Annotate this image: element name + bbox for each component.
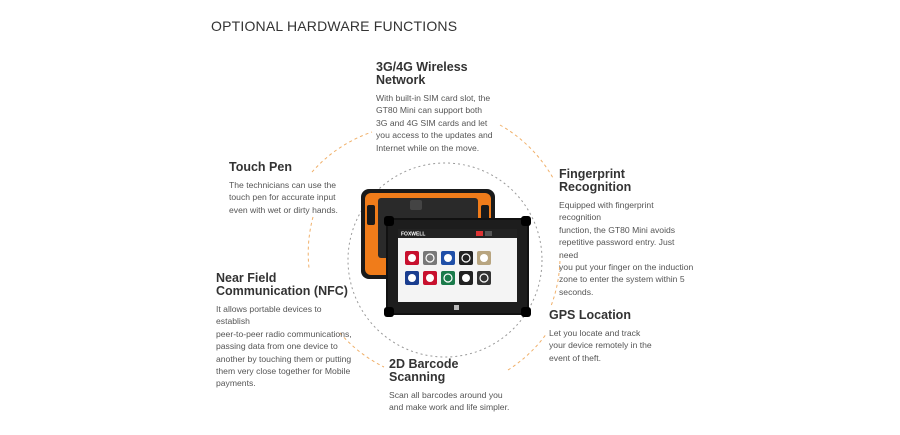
device-brand: FOXWELL [401, 232, 425, 238]
feature-nfc-desc: It allows portable devices to establish … [216, 304, 352, 389]
feature-gps-title: GPS Location [549, 308, 631, 322]
feature-barcode-desc: Scan all barcodes around you and make wo… [389, 390, 510, 413]
feature-network: 3G/4G Wireless Network With built-in SIM… [376, 61, 516, 154]
feature-network-desc: With built-in SIM card slot, the GT80 Mi… [376, 93, 493, 153]
page-title: OPTIONAL HARDWARE FUNCTIONS [211, 18, 458, 34]
feature-gps: GPS Location Let you locate and track yo… [549, 309, 659, 364]
arc-network-fingerprint [499, 124, 554, 179]
feature-nfc: Near Field Communication (NFC) It allows… [216, 272, 356, 390]
feature-gps-desc: Let you locate and track your device rem… [549, 328, 652, 363]
feature-nfc-title: Near Field Communication (NFC) [216, 271, 348, 298]
feature-network-title: 3G/4G Wireless Network [376, 60, 468, 87]
arc-touch-network [311, 131, 373, 173]
feature-fingerprint-title: Fingerprint Recognition [559, 167, 632, 194]
feature-fingerprint: Fingerprint Recognition Equipped with fi… [559, 168, 694, 298]
feature-touch-pen: Touch Pen The technicians can use the to… [229, 161, 341, 216]
feature-barcode-title: 2D Barcode Scanning [389, 357, 459, 384]
feature-touch-pen-title: Touch Pen [229, 160, 292, 174]
feature-barcode: 2D Barcode Scanning Scan all barcodes ar… [389, 358, 514, 414]
arc-touch-nfc [307, 216, 314, 269]
tablet-device-image: FOXWELL [361, 189, 531, 317]
feature-touch-pen-desc: The technicians can use the touch pen fo… [229, 180, 338, 215]
arc-fingerprint-gps [550, 254, 561, 307]
inner-dotted-ring [347, 162, 543, 358]
feature-fingerprint-desc: Equipped with fingerprint recognition fu… [559, 200, 694, 297]
